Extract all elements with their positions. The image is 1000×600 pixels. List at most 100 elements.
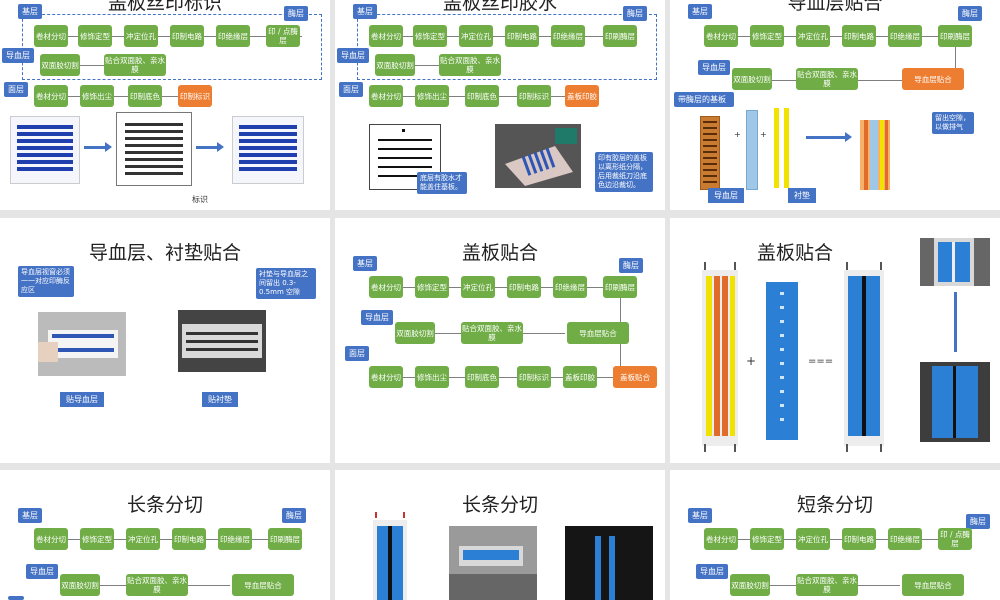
- step-punch: 冲定位孔: [126, 528, 160, 550]
- step-tape-film: 贴合双面胶、亲水膜: [461, 322, 523, 344]
- slide-title: 短条分切: [796, 494, 873, 516]
- long-strip-diagram: [373, 510, 407, 600]
- slide-9[interactable]: 短条分切 基层 酶层 卷材分切 修饰定型 冲定位孔 印制电路 印绝缘层 印 / …: [670, 470, 1000, 600]
- step-print-mark: 印制标识: [178, 85, 212, 107]
- step-print-enzyme: 印刷酶层: [603, 25, 637, 47]
- flow-group-box: [22, 14, 322, 80]
- photo-cover-top: [920, 238, 990, 286]
- step-print-circuit: 印制电路: [842, 528, 876, 550]
- slide-title: 盖板贴合: [756, 242, 833, 264]
- arrow-right-icon: [84, 142, 112, 152]
- plus-icon: +: [734, 130, 741, 139]
- tag-base: 基层: [688, 4, 712, 19]
- equals-icon: ===: [808, 356, 834, 367]
- step-print-circuit: 印制电路: [842, 25, 876, 47]
- arrow-right-icon: [806, 132, 852, 142]
- step-trim: 修饰定型: [750, 528, 784, 550]
- step-print-enzyme: 印刷酶层: [603, 276, 637, 298]
- guide-strip: [746, 110, 758, 190]
- step-slit: 卷材分切: [34, 528, 68, 550]
- step-print-point-enzyme: 印 / 点酶层: [266, 25, 300, 47]
- step-tape-film: 贴合双面胶、亲水膜: [104, 54, 166, 76]
- step-cover-glue: 盖板印胶: [563, 366, 597, 388]
- step-print-insulation: 印绝缘层: [888, 528, 922, 550]
- tag-guide: 导血层: [361, 310, 393, 325]
- photo-guide-laminate: [38, 312, 126, 376]
- slide-title: 盖板丝印胶水: [442, 0, 557, 14]
- slide-8[interactable]: 长条分切: [335, 470, 665, 600]
- step-slit: 卷材分切: [369, 276, 403, 298]
- step-tape-film: 贴合双面胶、亲水膜: [796, 574, 858, 596]
- result-strip-diagram: [844, 262, 884, 452]
- tag-guide: 导血层: [26, 564, 58, 579]
- slide-3[interactable]: 导血层贴合 基层 酶层 卷材分切 修饰定型 冲定位孔 印制电路 印绝缘层 印刷酶…: [670, 0, 1000, 210]
- step-punch: 冲定位孔: [459, 25, 493, 47]
- caption-guide-laminate: 贴导血层: [60, 392, 104, 407]
- step-double-tape: 双面胶切割: [730, 574, 770, 596]
- pad-strip-b: [784, 108, 789, 188]
- slide-title: 长条分切: [461, 494, 538, 516]
- label-base-with-enzyme: 带酶层的基板: [674, 92, 734, 107]
- step-print-point-enzyme: 印 / 点酶层: [938, 528, 972, 550]
- photo-cover-sheet: [495, 124, 581, 188]
- caption-mark: 标识: [192, 195, 208, 204]
- slide-title: 长条分切: [126, 494, 203, 516]
- tag-enzyme: 酶层: [958, 6, 982, 21]
- step-guide-laminate: 导血层贴合: [902, 574, 964, 596]
- slide-7[interactable]: 长条分切 基层 酶层 卷材分切 修饰定型 冲定位孔 印制电路 印绝缘层 印刷酶层…: [0, 470, 330, 600]
- step-guide-laminate: 导血层贴合: [232, 574, 294, 596]
- slide-4[interactable]: 导血层、衬垫贴合 导血层视窗必须一一对应印酶反应区 衬垫与导血层之间留出 0.3…: [0, 218, 330, 463]
- callout-cover-note: 印有胶层的盖板以离形纸分隔，后用裁纸刀沿底色边沿裁切。: [595, 152, 653, 192]
- step-trim: 修饰定型: [415, 276, 449, 298]
- step-print-circuit: 印制电路: [170, 25, 204, 47]
- callout-window: 导血层视窗必须一一对应印酶反应区: [18, 266, 74, 297]
- arrow-right-icon: [196, 142, 224, 152]
- step-print-mark: 印制标识: [517, 366, 551, 388]
- step-trim-dust: 修饰出尘: [415, 366, 449, 388]
- step-trim: 修饰定型: [750, 25, 784, 47]
- step-trim-dust-2: 修饰出尘: [80, 85, 114, 107]
- slide-1[interactable]: 盖板丝印标识 基层 酶层 卷材分切 修饰定型 冲定位孔 印制电路 印绝缘层 印 …: [0, 0, 330, 210]
- tag-enzyme: 酶层: [282, 508, 306, 523]
- step-trim: 修饰定型: [80, 528, 114, 550]
- step-print-insulation: 印绝缘层: [888, 25, 922, 47]
- tag-guide: 导血层: [337, 48, 369, 63]
- slide-6[interactable]: 盖板贴合 + ===: [670, 218, 1000, 463]
- step-double-tape: 双面胶切割: [732, 68, 772, 90]
- step-tape-film: 贴合双面胶、亲水膜: [796, 68, 858, 90]
- step-punch: 冲定位孔: [461, 276, 495, 298]
- pad-strip-a: [774, 108, 779, 188]
- step-cover-glue: 盖板印胶: [565, 85, 599, 107]
- tag-base: 基层: [18, 4, 42, 19]
- step-punch: 冲定位孔: [124, 25, 158, 47]
- tag-base: 基层: [18, 508, 42, 523]
- callout-gap: 衬垫与导血层之间留出 0.3-0.5mm 空隙: [256, 268, 316, 299]
- mark-pattern-graphic: [125, 123, 183, 175]
- step-trim: 修饰定型: [413, 25, 447, 47]
- step-slit: 卷材分切: [704, 528, 738, 550]
- step-double-tape: 双面胶切割: [375, 54, 415, 76]
- tag-enzyme: 酶层: [623, 6, 647, 21]
- tag-face-partial: [8, 596, 24, 600]
- step-print-base: 印制底色: [465, 366, 499, 388]
- callout-gap: 留出空隙，以做排气: [932, 112, 974, 134]
- slide-5[interactable]: 盖板贴合 基层 酶层 卷材分切 修饰定型 冲定位孔 印制电路 印绝缘层 印刷酶层…: [335, 218, 665, 463]
- step-tape-film: 贴合双面胶、亲水膜: [126, 574, 188, 596]
- slide-2[interactable]: 盖板丝印胶水 基层 酶层 卷材分切 修饰定型 冲定位孔 印制电路 印绝缘层 印刷…: [335, 0, 665, 210]
- step-slit: 卷材分切: [704, 25, 738, 47]
- tag-base: 基层: [688, 508, 712, 523]
- step-double-tape: 双面胶切割: [40, 54, 80, 76]
- slide-title: 盖板丝印标识: [107, 0, 222, 14]
- step-print-enzyme: 印刷酶层: [268, 528, 302, 550]
- strip-sheet-marked-graphic: [239, 125, 297, 171]
- callout-glue-note: 底层有胶水才能盖住基板。: [417, 172, 467, 194]
- photo-pad-laminate: [178, 310, 266, 372]
- slide-title: 导血层贴合: [787, 0, 883, 14]
- caption-guide: 导血层: [708, 188, 744, 203]
- step-trim: 修饰定型: [78, 25, 112, 47]
- strip-sheet-graphic: [17, 125, 73, 171]
- step-punch: 冲定位孔: [796, 528, 830, 550]
- tag-base: 基层: [353, 256, 377, 271]
- step-print-mark: 印制标识: [517, 85, 551, 107]
- laminate-result: [860, 120, 890, 190]
